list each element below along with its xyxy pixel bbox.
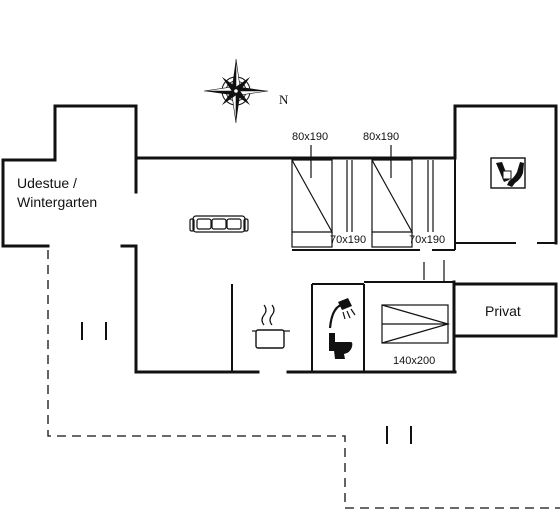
bedroom-partitions (346, 160, 434, 232)
terrace-outline (47, 250, 560, 509)
bed-d-size: 70x190 (409, 234, 445, 246)
compass-rose-icon (203, 58, 269, 124)
toilet-icon (329, 333, 353, 359)
conservatory-label-line1: Udestue / (17, 175, 77, 191)
bed-140x200 (381, 304, 451, 344)
cooking-pot-icon (252, 304, 290, 349)
bed-b-size: 80x190 (363, 131, 399, 143)
conservatory-label-line2: Wintergarten (17, 194, 97, 210)
utility-room-icon (490, 157, 526, 189)
bed-a-size: 80x190 (292, 131, 328, 143)
sofa-icon (189, 215, 249, 233)
private-label: Privat (485, 303, 521, 319)
bed-c-size: 70x190 (330, 234, 366, 246)
shower-icon (328, 298, 356, 329)
double-bed-size: 140x200 (393, 355, 435, 367)
walls (1, 104, 558, 374)
bed-80x190-b (371, 145, 414, 248)
bed-80x190-a (291, 145, 334, 248)
north-label: N (279, 92, 289, 107)
